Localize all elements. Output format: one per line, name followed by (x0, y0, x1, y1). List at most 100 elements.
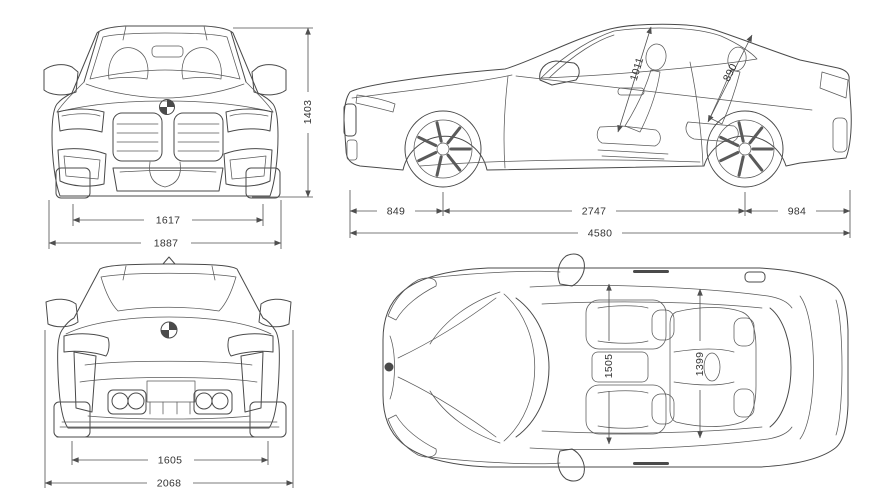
front-seat-left-ghost (108, 47, 149, 80)
front-windshield-frame (83, 31, 247, 83)
front-kidney-right (173, 112, 224, 162)
side-taillight (819, 71, 849, 99)
top-dlo-top (529, 285, 793, 309)
front-right-headlight (225, 108, 273, 133)
front-view: 1617 1887 1403 (43, 25, 314, 250)
side-mirror (539, 60, 580, 86)
front-wheel-spokes (417, 121, 472, 177)
top-dlo-bottom (529, 426, 793, 450)
side-headroom-front-label: 1011 (628, 56, 646, 82)
front-right-tire (245, 167, 281, 199)
top-hood-contour (429, 291, 501, 444)
side-front-vent (346, 139, 358, 161)
front-left-headlight (57, 108, 105, 133)
rear-dimensions: 1605 2068 (44, 330, 294, 490)
top-body-outline (382, 267, 849, 468)
rear-body-outline (57, 263, 280, 429)
front-right-mirror (251, 64, 287, 96)
top-front-bumper-line (389, 335, 395, 400)
side-hood-crease (351, 74, 513, 99)
exhaust-pipe (195, 392, 213, 410)
front-dimensions: 1617 1887 1403 (48, 27, 314, 250)
exhaust-pipe (211, 392, 229, 410)
exhaust-pipe (127, 392, 145, 410)
top-width-rear-label: 1399 (694, 352, 706, 377)
side-door-cut-front (503, 75, 509, 169)
top-rear-window-arc (769, 307, 792, 428)
top-front-seats (585, 299, 675, 435)
top-spoiler-edge (835, 299, 843, 436)
top-headlight-right (387, 414, 437, 458)
top-car-drawing (382, 253, 849, 482)
rear-left-taillight (63, 333, 110, 357)
side-length-label: 4580 (588, 228, 613, 240)
top-headlight-left (387, 277, 437, 321)
top-center-console (591, 351, 649, 383)
rear-bumper-bottom (87, 415, 251, 420)
side-extension-lines (349, 190, 851, 238)
front-center-fangs (149, 161, 181, 188)
side-overhang-rear-label: 984 (788, 206, 806, 218)
side-underbody-line (419, 159, 701, 167)
rear-right-taillight (227, 333, 274, 357)
front-center-intake (112, 167, 224, 192)
front-hood-crease (85, 83, 245, 99)
front-kidney-left (112, 112, 163, 162)
side-dimensions: 1011 890 849 2747 984 4580 (349, 26, 851, 240)
top-trunk-seam (799, 295, 814, 440)
side-rear-wheel (706, 110, 784, 188)
front-center-intake-mesh (119, 170, 217, 173)
rear-right-side-vent (240, 351, 264, 413)
front-left-intake-inner (63, 155, 101, 180)
side-body-outline (343, 23, 852, 171)
top-fender-line-bottom (429, 456, 561, 465)
rear-left-tire (53, 401, 91, 438)
rear-width-extensions (44, 330, 294, 488)
front-kidney-slats (116, 123, 220, 152)
bmw-roundel-rear-quadrants (161, 322, 177, 338)
rear-view: 1605 2068 (44, 256, 294, 490)
front-right-intake (223, 148, 273, 187)
side-view: 1011 890 849 2747 984 4580 (343, 23, 852, 240)
front-height-extensions (233, 27, 313, 198)
rear-roof-creases (122, 265, 216, 281)
front-left-headlight-line (61, 113, 101, 117)
side-headroom-rear-dim (707, 34, 753, 123)
side-car-drawing (343, 23, 852, 188)
front-hood-crease-2 (56, 100, 274, 113)
front-height-label: 1403 (302, 100, 314, 125)
side-wheelbase-label: 2747 (582, 206, 607, 218)
top-windshield-arc (515, 297, 550, 438)
front-right-intake-inner (229, 155, 267, 180)
rear-right-mirror (258, 298, 292, 328)
side-door-cut-rear (689, 61, 704, 167)
rear-window (100, 272, 237, 312)
diffuser-strakes (149, 401, 191, 415)
top-cowl-arc (503, 293, 536, 442)
front-left-intake (57, 148, 107, 187)
front-apillar-lines (56, 81, 274, 113)
front-left-mirror (43, 64, 79, 96)
rear-diffuser (87, 380, 251, 420)
top-mirror-upper (557, 253, 585, 287)
rear-shoulder-line (65, 316, 272, 335)
front-body-outline (51, 25, 279, 197)
front-left-tire (55, 167, 91, 199)
exhaust-pipe (111, 392, 129, 410)
rear-track-label: 1605 (158, 455, 183, 467)
front-rearview-mirror (151, 45, 184, 58)
rear-splitter-lines (59, 421, 280, 428)
rear-trunk-lower-edge (84, 360, 253, 366)
rear-right-tire (249, 401, 287, 438)
top-mirror-lower (557, 448, 585, 482)
top-view: 1505 1399 (382, 253, 849, 482)
rear-left-mirror (45, 298, 79, 328)
rear-antenna-fin (162, 256, 176, 265)
side-kidney-grille (343, 103, 357, 137)
rear-car-drawing (45, 256, 292, 438)
side-apillar-inner (548, 34, 615, 79)
top-door-seam-strip-bottom (633, 462, 669, 465)
rear-left-side-vent (73, 351, 97, 413)
top-rear-bench (669, 307, 757, 427)
